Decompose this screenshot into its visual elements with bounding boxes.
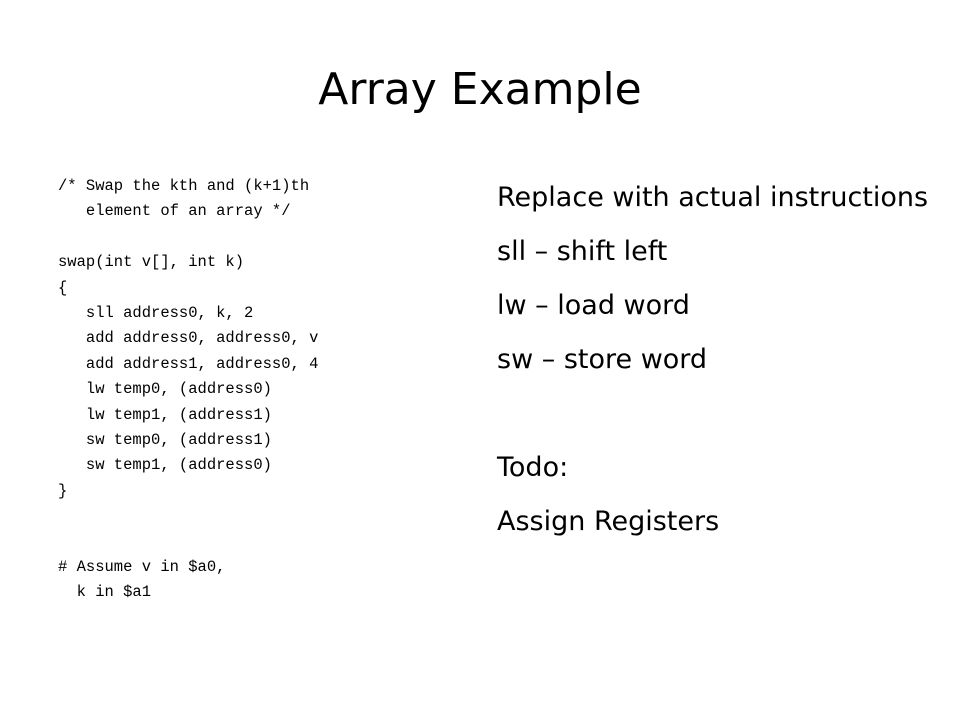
note-spacer <box>497 394 937 433</box>
code-line <box>58 529 458 554</box>
code-line: add address0, address0, v <box>58 329 319 348</box>
note-lw: lw – load word <box>497 290 690 321</box>
note-assign-registers: Assign Registers <box>497 506 720 537</box>
code-block: /* Swap the kth and (k+1)th element of a… <box>58 174 458 606</box>
note-todo: Todo: <box>497 452 569 483</box>
code-line: swap(int v[], int k) <box>58 253 245 272</box>
code-line: sw temp1, (address0) <box>58 456 272 475</box>
code-line: # Assume v in $a0, <box>58 557 226 576</box>
note-sw: sw – store word <box>497 344 708 375</box>
code-line: /* Swap the kth and (k+1)th <box>58 177 310 195</box>
code-line: lw temp1, (address1) <box>58 405 272 424</box>
code-line: sll address0, k, 2 <box>58 303 254 322</box>
code-line: } <box>58 481 68 500</box>
slide-title: Array Example <box>318 64 642 115</box>
code-line: { <box>58 278 68 297</box>
note-sll: sll – shift left <box>497 236 668 267</box>
code-line: add address1, address0, 4 <box>58 354 319 373</box>
code-line <box>58 504 458 529</box>
code-line: sw temp0, (address1) <box>58 430 272 449</box>
code-line <box>58 225 458 250</box>
code-line: k in $a1 <box>58 583 152 602</box>
code-line: lw temp0, (address0) <box>58 380 272 399</box>
notes-panel: Replace with actual instructions sll – s… <box>497 178 937 556</box>
code-line: element of an array */ <box>58 202 291 221</box>
note-replace-instructions: Replace with actual instructions <box>497 182 929 213</box>
